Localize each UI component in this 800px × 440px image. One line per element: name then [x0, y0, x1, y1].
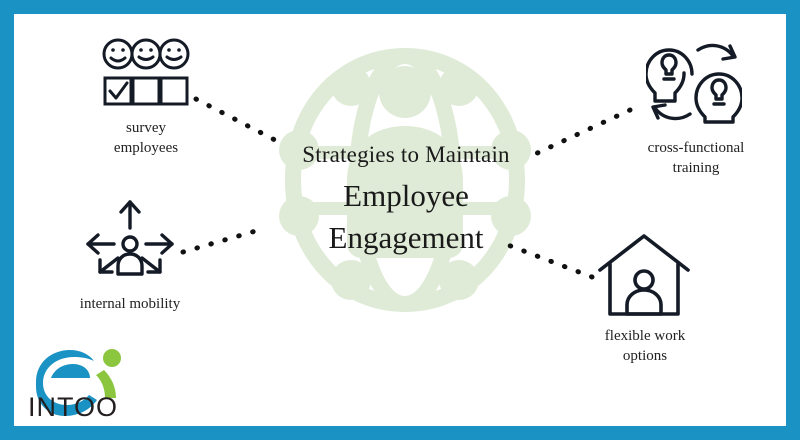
flexible-label-line-1: flexible work	[604, 328, 686, 344]
flexible-label-line-2: options	[622, 348, 668, 364]
node-label-internal-mobility: internal mobility	[50, 294, 210, 314]
mobility-label-line-1: internal mobility	[79, 296, 181, 312]
survey-checklist-icon	[102, 38, 190, 106]
person-four-arrows-icon	[86, 200, 174, 276]
lightbulb-head-exchange-icon	[646, 43, 742, 124]
training-label-line-1: cross-functional	[647, 140, 745, 156]
background-network-graphic	[279, 48, 531, 312]
survey-label-line-1: survey	[126, 120, 166, 136]
brand-name: INTOO	[28, 392, 119, 422]
house-person-icon	[598, 234, 690, 316]
node-label-cross-functional-training: cross-functional training	[608, 138, 784, 178]
node-label-survey-employees: survey employees	[80, 118, 212, 158]
diagram-title: Strategies to Maintain Employee Engageme…	[236, 140, 576, 258]
title-line-2: Employee	[343, 178, 469, 213]
title-line-3: Engagement	[328, 220, 484, 255]
training-label-line-2: training	[672, 160, 720, 176]
intoo-e-logo	[36, 349, 121, 416]
node-label-flexible-work-options: flexible work options	[572, 326, 718, 366]
title-line-1: Strategies to Maintain	[302, 142, 510, 167]
survey-label-line-2: employees	[113, 140, 179, 156]
